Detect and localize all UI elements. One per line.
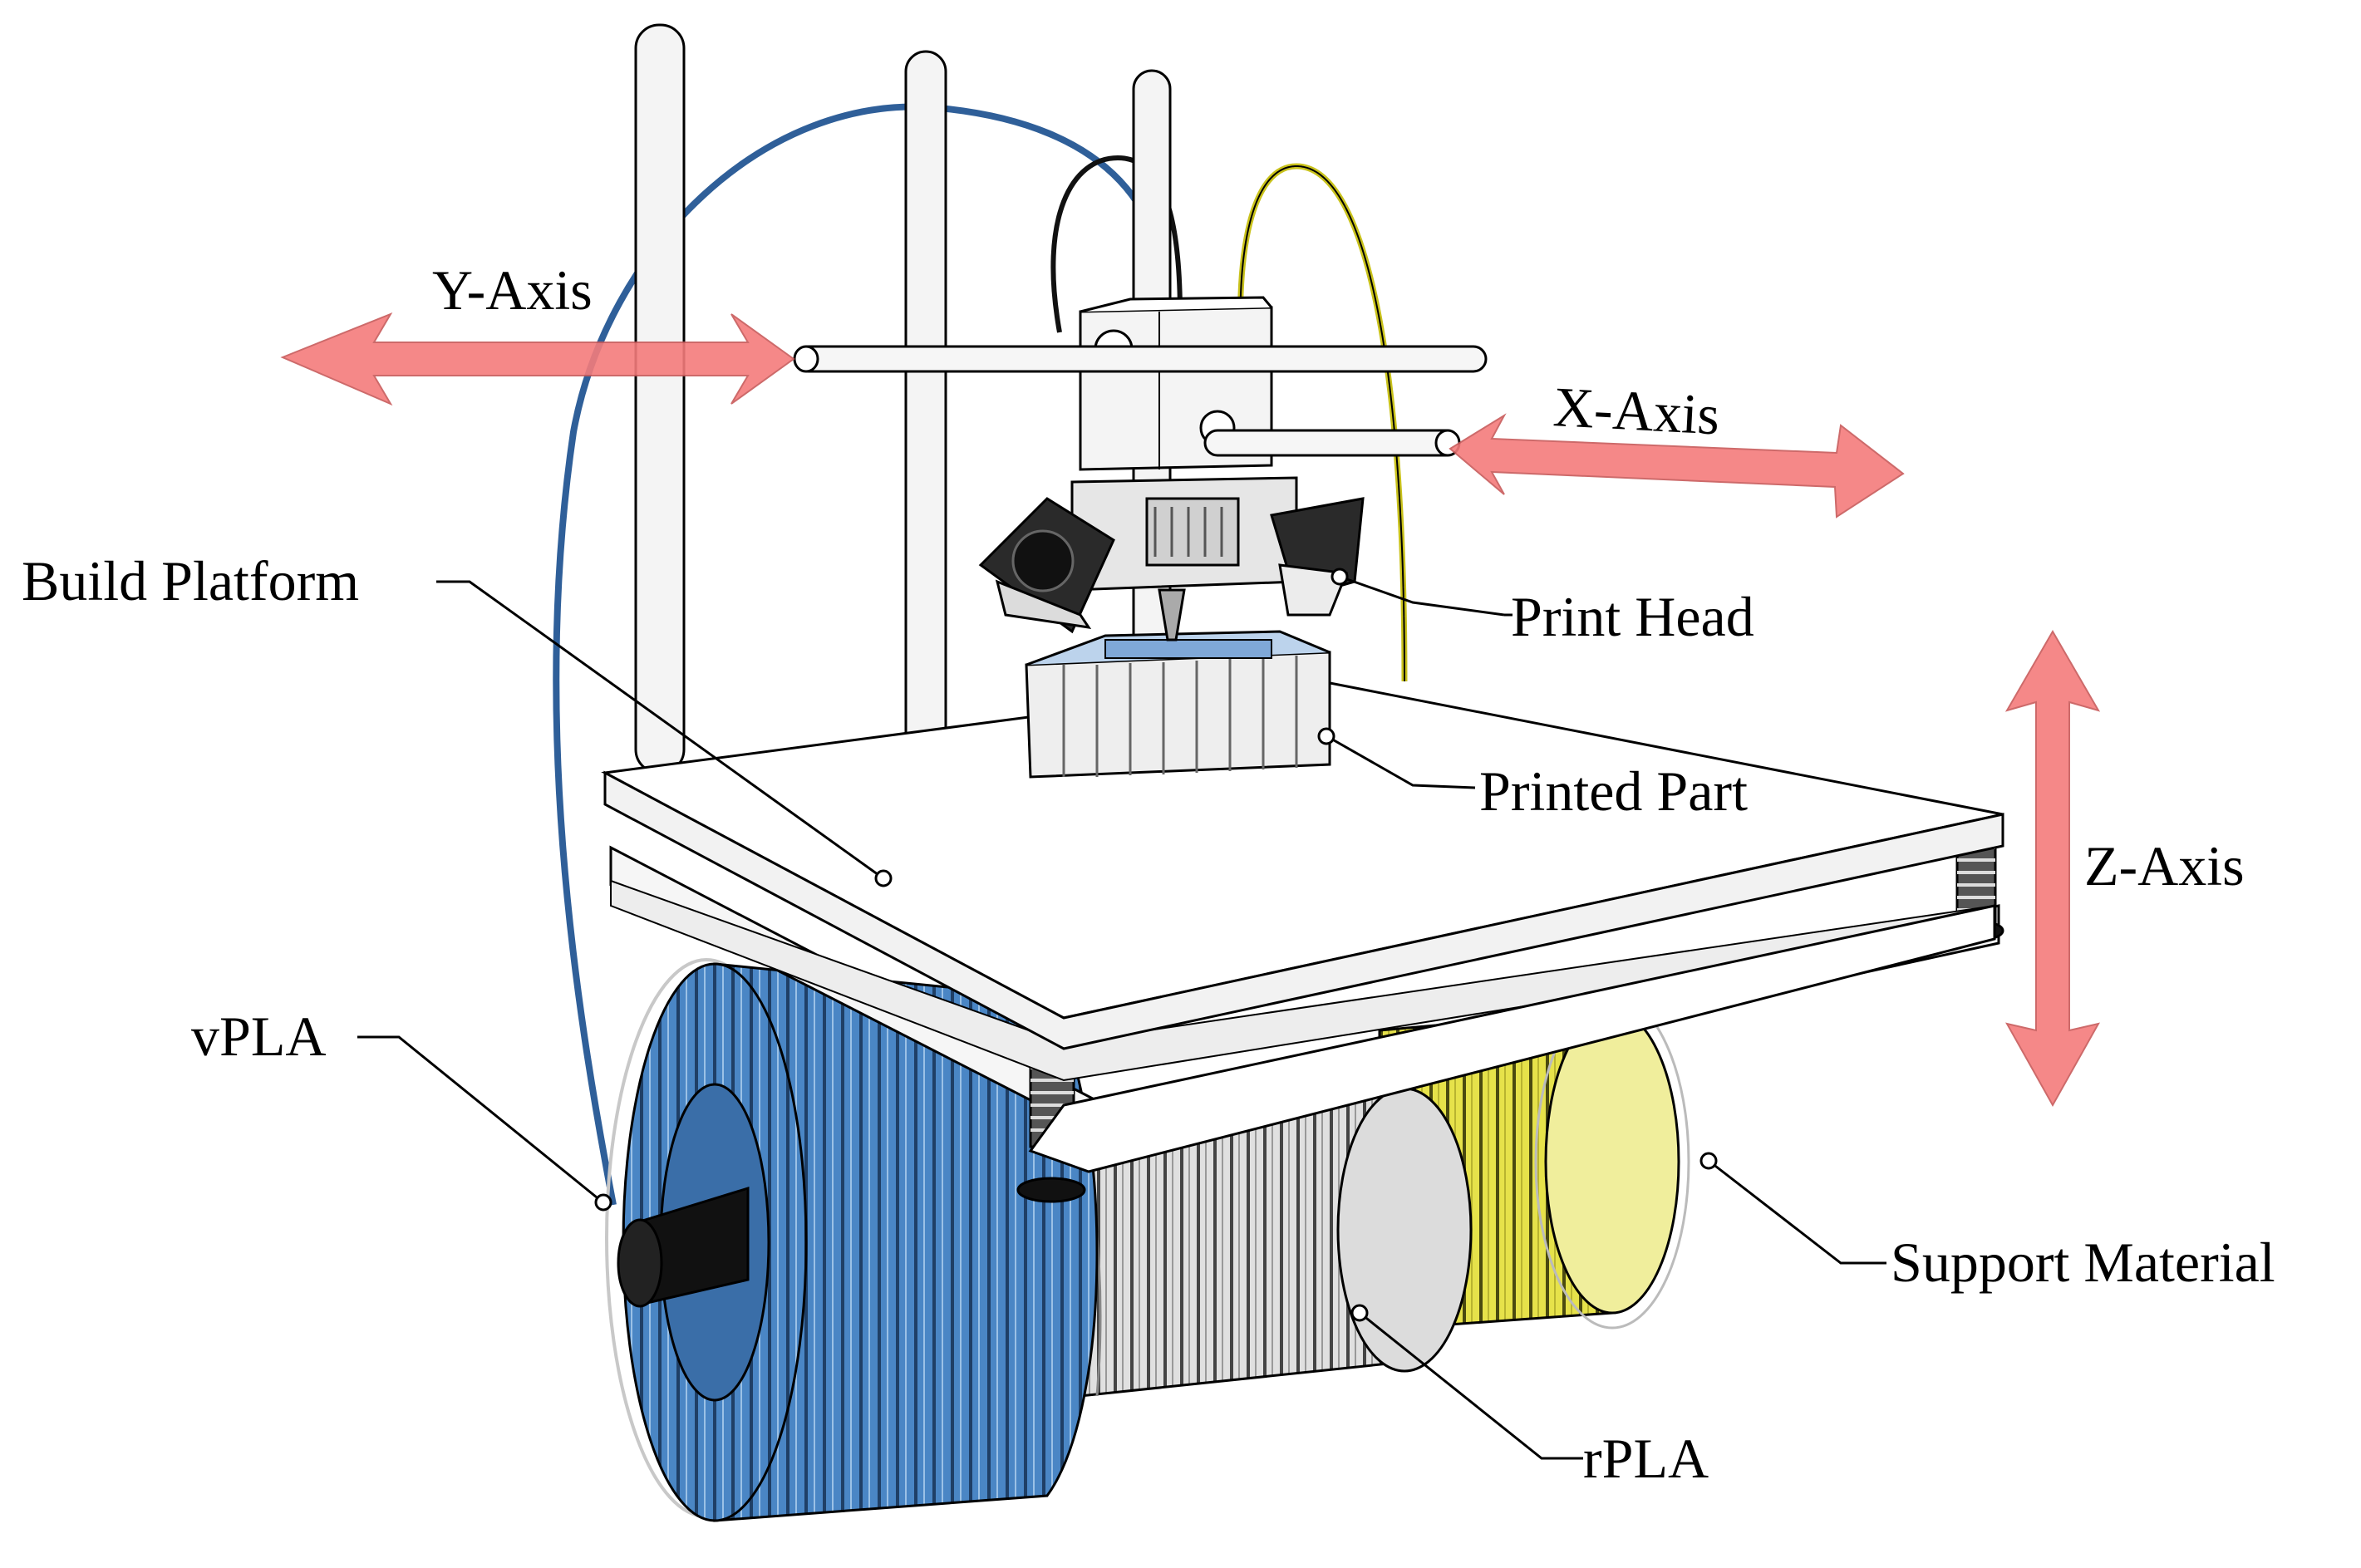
x-axis-label: X-Axis	[1552, 375, 1721, 446]
printed-part-leader	[1329, 736, 1476, 789]
printed-part-label: Printed Part	[1479, 759, 1748, 823]
rpla-label: rPLA	[1583, 1427, 1709, 1490]
z-axis-arrow	[2004, 630, 2101, 1108]
build-platform-assembly	[601, 678, 2004, 1203]
support-material-leader	[1711, 1162, 1886, 1265]
y-axis-arrow	[280, 312, 795, 406]
x-guide-rod	[1203, 429, 1460, 457]
y-axis-label: Y-Axis	[432, 258, 593, 322]
frame-rod-left	[634, 23, 686, 774]
support-material-leader-dot	[1699, 1152, 1718, 1170]
top-plate-edge	[603, 770, 2004, 1050]
build-platform-label: Build Platform	[22, 549, 359, 612]
x-axis-arrow	[1449, 413, 1905, 519]
vpla-spool	[605, 958, 1099, 1522]
print-head-leader-dot	[1331, 568, 1349, 586]
vpla-label: vPLA	[191, 1005, 326, 1068]
support-material-label: Support Material	[1891, 1231, 2275, 1294]
rpla-leader-dot	[1350, 1304, 1369, 1322]
build-platform-leader-dot	[874, 869, 893, 887]
print-head-leader	[1341, 576, 1505, 617]
right-fan-bracket	[1278, 563, 1349, 617]
base-plate	[1028, 904, 1996, 1173]
guide-rods	[793, 345, 1488, 457]
z-axis-label: Z-Axis	[2084, 834, 2245, 897]
frame-rod-center	[904, 50, 947, 768]
vpla-leader	[357, 1035, 602, 1202]
print-head-label: Print Head	[1511, 585, 1754, 648]
rpla-filament-tube	[1050, 155, 1183, 333]
labels: Y-Axis X-Axis Z-Axis Build Platform Prin…	[22, 258, 2275, 1490]
printed-part	[1025, 630, 1331, 779]
y-guide-rod	[794, 345, 1488, 373]
vpla-leader-dot	[594, 1193, 612, 1212]
build-platform-leader	[436, 580, 882, 878]
left-fan-bracket	[995, 579, 1092, 629]
nozzle	[1158, 588, 1186, 641]
printed-part-leader-dot	[1317, 727, 1335, 745]
leaders	[357, 568, 1886, 1460]
rpla-leader	[1362, 1314, 1583, 1460]
